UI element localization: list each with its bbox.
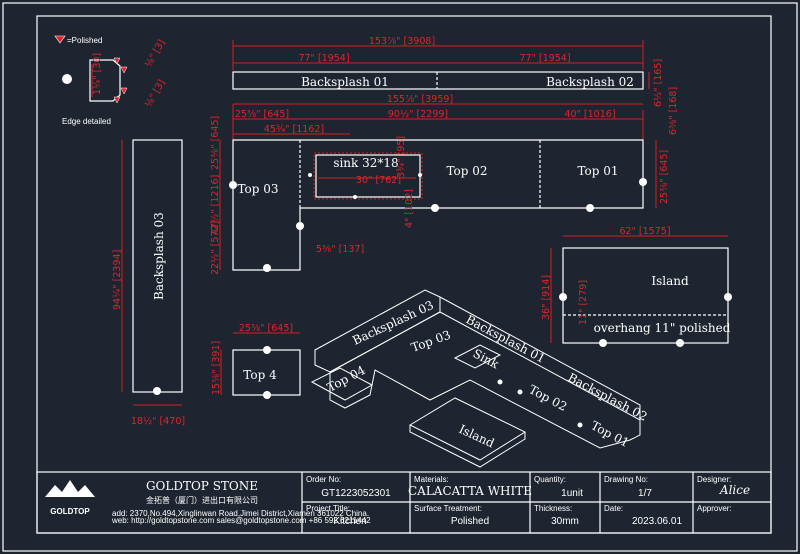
date-value: 2023.06.01 — [632, 516, 682, 527]
island-width-dim: 62" [1575] — [619, 226, 670, 237]
project-label: Project Title: — [306, 504, 350, 513]
polished-marker-icon — [54, 35, 66, 44]
title-block: GOLDTOP GOLDTOP STONE 金拓普（厦门）进出口有限公司 add… — [36, 471, 772, 534]
edge-detailed-label: Edge detailed — [62, 117, 111, 126]
top02-label: Top 02 — [446, 164, 487, 178]
surface-label: Surface Treatment: — [414, 504, 482, 513]
order-no-value: GT1223052301 — [321, 488, 391, 499]
quantity-value: 1unit — [561, 488, 583, 499]
materials-label: Materials: — [414, 475, 449, 484]
iso-island-label: Island — [457, 422, 497, 451]
edge-chamfer-top-dim: ⅛" [3] — [143, 38, 168, 70]
island-overhang-dim: 11" [279] — [578, 280, 589, 325]
crown-logo-icon — [45, 480, 95, 497]
main-mid-dim: 90½" [2299] — [388, 109, 448, 120]
main-right-depth-dim: 25⅜" [645] — [659, 150, 670, 204]
edge-chamfer-bottom-dim: ⅛" [3] — [143, 78, 168, 110]
designer-label: Designer: — [697, 475, 731, 484]
sink-offset-top-dim: 3¾" [95] — [396, 136, 407, 178]
thickness-label: Thickness: — [534, 504, 572, 513]
company-address: add: 2370,No.494,Xinglinwan Road,Jimei D… — [112, 509, 369, 518]
materials-value: CALACATTA WHITE — [408, 484, 532, 498]
company-name-cn: 金拓普（厦门）进出口有限公司 — [146, 495, 258, 505]
edge-detail: 1¼" [30] ⅛" [3] ⅛" [3] Edge detailed — [62, 38, 168, 126]
designer-value: Alice — [719, 483, 750, 497]
sink-label: sink 32*18 — [333, 156, 398, 170]
edge-point-icon — [62, 74, 72, 84]
iso-top02-label: Top 02 — [527, 382, 570, 414]
top03-depth-dim: 47½" [1216] — [210, 175, 221, 235]
project-value: Kitchen — [333, 516, 366, 527]
island-plan: 62" [1575] Island overhang 11" polished … — [541, 226, 732, 347]
iso-top04-label: Top 04 — [325, 363, 368, 395]
bs03-height-dim: 94¼" [2394] — [112, 250, 123, 310]
top01-label: Top 01 — [577, 164, 618, 178]
top01-width-dim: 40" [1016] — [564, 109, 615, 120]
logo-text: GOLDTOP — [50, 507, 90, 516]
main-countertop: sink 32*18 30" [762] 4" [102] 3¾" [95] T… — [210, 116, 670, 275]
drawing-no-value: 1/7 — [638, 488, 652, 499]
top03-step-dim: 5⅜" [137] — [316, 244, 364, 255]
sink-offset-side-dim: 4" [102] — [404, 189, 415, 228]
company-contact: web: http://goldtopstone.com sales@goldt… — [111, 516, 371, 525]
order-no-label: Order No: — [306, 475, 341, 484]
surface-value: Polished — [451, 516, 489, 527]
backsplash-03-label: Backsplash 03 — [152, 212, 166, 300]
bs03-width-dim: 18½" [470] — [131, 416, 185, 427]
legend-polished: =Polished — [67, 36, 102, 45]
iso-bs02-label: Backsplash 02 — [566, 370, 650, 424]
top4-plan: 25⅜" [645] Top 4 15⅜" [391] — [211, 323, 301, 399]
top4-depth-dim: 15⅜" [391] — [211, 341, 222, 395]
top03-width-dim: 45¾" [1162] — [264, 124, 324, 135]
sink-width-dim: 30" [762] — [356, 175, 401, 186]
bs-left-dim: 77" [1954] — [298, 53, 349, 64]
top4-width-dim: 25⅜" [645] — [239, 323, 293, 334]
top03-lower-dim: 22½" [572] — [210, 221, 221, 275]
edge-thickness-dim: 1¼" [30] — [92, 53, 103, 95]
backsplash-01-02: 153⅞" [3908] 77" [1954] 77" [1954] Backs… — [232, 36, 664, 107]
date-label: Date: — [604, 504, 623, 513]
quantity-label: Quantity: — [534, 475, 566, 484]
backsplash-03: Backsplash 03 94¼" [2394] 18½" [470] — [112, 139, 185, 427]
top03-inner-depth-dim: 25⅜" [645] — [210, 116, 221, 170]
isometric-view — [310, 289, 641, 468]
main-left-depth-dim: 25⅜" [645] — [235, 109, 289, 120]
bs-overall-dim: 153⅞" [3908] — [369, 36, 435, 47]
top03-label: Top 03 — [237, 182, 278, 196]
main-bs-height-dim: 6⅜" [168] — [668, 87, 679, 135]
approver-label: Approver: — [697, 504, 732, 513]
company-name: GOLDTOP STONE — [146, 479, 258, 493]
main-overall-dim: 155⅞" [3959] — [387, 94, 453, 105]
iso-top03-label: Top 03 — [409, 328, 452, 355]
backsplash-01-label: Backsplash 01 — [301, 75, 389, 89]
top4-label: Top 4 — [243, 368, 277, 382]
backsplash-02-label: Backsplash 02 — [546, 75, 634, 89]
thickness-value: 30mm — [551, 516, 579, 527]
island-label: Island — [651, 274, 689, 288]
drawing-no-label: Drawing No: — [604, 475, 648, 484]
island-depth-dim: 36" [914] — [541, 275, 552, 320]
bs-height-dim: 6½" [165] — [653, 59, 664, 107]
island-overhang-note: overhang 11" polished — [594, 321, 731, 335]
bs-right-dim: 77" [1954] — [519, 53, 570, 64]
